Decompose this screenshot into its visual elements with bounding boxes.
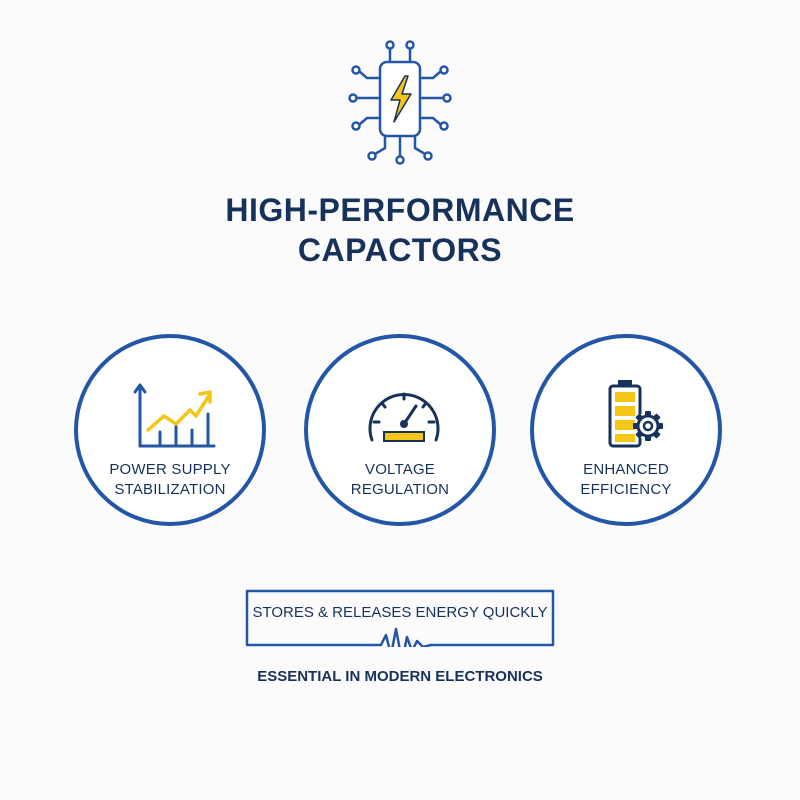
feature-label-line-1: POWER SUPPLY	[109, 461, 231, 478]
voltage-spike-icon	[373, 627, 433, 647]
feature-label-line-2: STABILIZATION	[114, 481, 226, 498]
feature-enhanced-efficiency: ENHANCED EFFICIENCY	[530, 334, 722, 526]
growth-chart-icon	[133, 383, 216, 448]
title-line-2: CAPACTORS	[297, 232, 503, 268]
feature-label: VOLTAGE REGULATION	[308, 460, 492, 500]
feature-power-supply-stabilization: POWER SUPPLY STABILIZATION	[74, 334, 266, 526]
page-title: HIGH-PERFORMANCE CAPACTORS	[0, 190, 800, 270]
feature-label: POWER SUPPLY STABILIZATION	[78, 460, 262, 500]
battery-gear-icon	[608, 380, 663, 448]
feature-label-line-1: ENHANCED	[583, 461, 669, 478]
feature-label-line-2: EFFICIENCY	[580, 481, 672, 498]
feature-voltage-regulation: VOLTAGE REGULATION	[304, 334, 496, 526]
speedometer-gauge-icon	[368, 392, 440, 442]
feature-label-line-1: VOLTAGE	[364, 461, 436, 478]
energy-banner-text: STORES & RELEASES ENERGY QUICKLY	[252, 604, 548, 621]
feature-label: ENHANCED EFFICIENCY	[534, 460, 718, 500]
feature-label-line-2: REGULATION	[350, 481, 450, 498]
circuit-chip-lightning-icon	[348, 40, 452, 165]
title-line-1: HIGH-PERFORMANCE	[225, 192, 575, 228]
footer-text: ESSENTIAL IN MODERN ELECTRONICS	[257, 668, 543, 685]
